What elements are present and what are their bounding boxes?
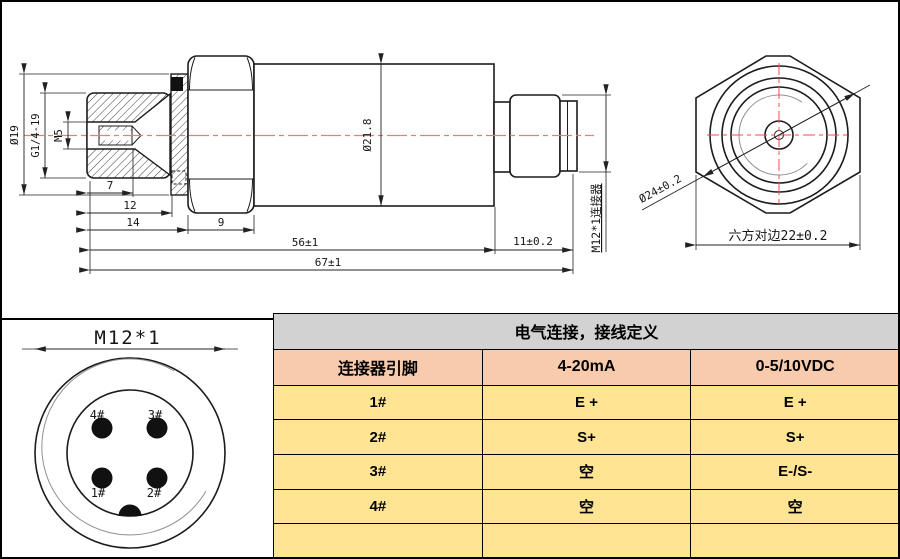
dim-7: 7: [107, 179, 114, 192]
connector-pins: [91, 417, 168, 489]
dim-14: 14: [126, 216, 140, 229]
table-header-row: 连接器引脚 4-20mA 0-5/10VDC: [273, 348, 898, 386]
cell-vdc: E +: [690, 384, 898, 421]
dimensions: Ø19 G1/4-19 M5 7 12 14 9: [8, 53, 611, 274]
cell-vdc: S+: [690, 419, 898, 455]
cell-420: [481, 523, 692, 557]
pin-view-drawing: M12*1 4# 3# 1# 2#: [22, 327, 238, 549]
seal-groove-hidden: [171, 170, 187, 185]
connector-inner-circle: [66, 389, 194, 517]
dim-thread: G1/4-19: [30, 113, 42, 157]
label-m12-connector: M12*1连接器: [589, 183, 603, 253]
table-row: 3# 空 E-/S-: [273, 453, 898, 490]
cell-420: S+: [481, 419, 692, 455]
cell-420: E +: [481, 384, 692, 421]
pin-label-2: 2#: [147, 486, 162, 500]
dim-d19: Ø19: [8, 125, 21, 145]
cell-pin: 4#: [273, 488, 483, 525]
table-row: 4# 空 空: [273, 488, 898, 525]
dim-12: 12: [123, 199, 136, 212]
pin-label-1: 1#: [91, 486, 106, 500]
panel-divider: [2, 318, 275, 320]
col-header-vdc: 0-5/10VDC: [690, 348, 898, 386]
dim-d24: Ø24±0.2: [637, 172, 684, 206]
table-row: 2# S+ S+: [273, 419, 898, 455]
dim-9: 9: [218, 216, 225, 229]
pin-view-title: M12*1: [94, 327, 161, 349]
cell-420: 空: [481, 488, 692, 525]
dim-67: 67±1: [315, 256, 342, 269]
table-title: 电气连接，接线定义: [273, 313, 898, 350]
cell-vdc: 空: [690, 488, 898, 525]
pressure-port-section: [86, 73, 189, 196]
cell-pin: 3#: [273, 453, 483, 490]
cell-pin: 1#: [273, 384, 483, 421]
dim-across-flats: 六方对边22±0.2: [729, 228, 828, 244]
end-view: Ø24±0.2 六方对边22±0.2: [637, 55, 871, 250]
table-row: 1# E + E +: [273, 384, 898, 421]
cell-vdc: E-/S-: [690, 453, 898, 490]
col-header-pin: 连接器引脚: [273, 348, 483, 386]
pin-label-3: 3#: [148, 408, 163, 422]
cell-pin: [273, 523, 483, 557]
cell-pin: 2#: [273, 419, 483, 455]
table-row: [273, 523, 898, 557]
dim-m5: M5: [53, 129, 65, 142]
keying-notch: [118, 504, 142, 516]
dim-d218: Ø21.8: [361, 118, 374, 151]
dim-56: 56±1: [292, 236, 319, 249]
hex-nut: [187, 55, 255, 214]
col-header-420ma: 4-20mA: [481, 348, 692, 386]
table-title-row: 电气连接，接线定义: [273, 313, 898, 350]
connector-outer-circle: [34, 357, 226, 549]
pin-label-4: 4#: [90, 408, 105, 422]
o-ring-seal: [171, 77, 183, 91]
cell-vdc: [690, 523, 898, 557]
side-and-end-view-drawing: Ø19 G1/4-19 M5 7 12 14 9: [8, 53, 871, 274]
wiring-definition-table: 电气连接，接线定义 连接器引脚 4-20mA 0-5/10VDC 1# E + …: [273, 313, 898, 557]
cell-420: 空: [481, 453, 692, 490]
dim-11: 11±0.2: [513, 235, 553, 248]
